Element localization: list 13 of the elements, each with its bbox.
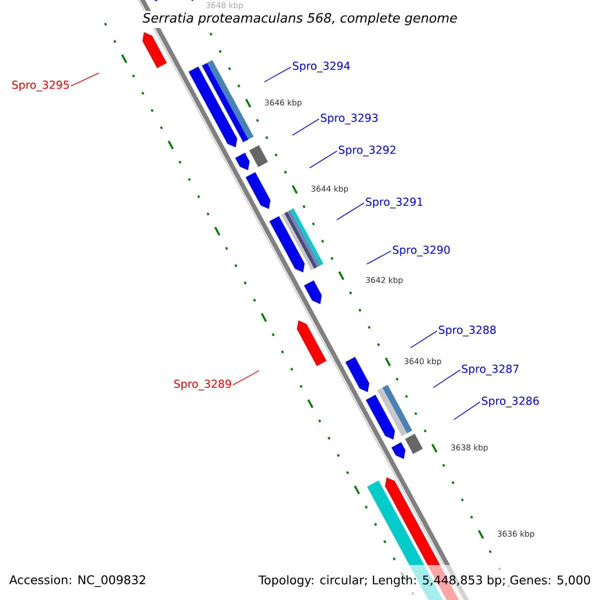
gene-label: Spro_3291 — [366, 198, 422, 208]
gene-label: Spro_3288 — [438, 326, 496, 336]
gene-label: Spro_3295 — [12, 80, 69, 92]
accession-text: Accession: NC_009832 — [9, 575, 146, 587]
gene-label: Spro_3293 — [320, 114, 378, 124]
gene-label: Spro_3292 — [338, 146, 396, 156]
gene-label: Spro_3287 — [462, 364, 519, 376]
genome-info-text: Topology: circular; Length: 5,448,853 bp; Genes: 5,000 — [258, 575, 590, 587]
gene-label: Spro_3286 — [482, 396, 539, 408]
title: Serratia proteamaculans 568, complete genome — [142, 12, 457, 26]
gene-label: Spro_3289 — [174, 380, 232, 390]
gene-label: Spro_3290 — [392, 246, 450, 256]
gene-label: Spro_3294 — [292, 62, 350, 72]
